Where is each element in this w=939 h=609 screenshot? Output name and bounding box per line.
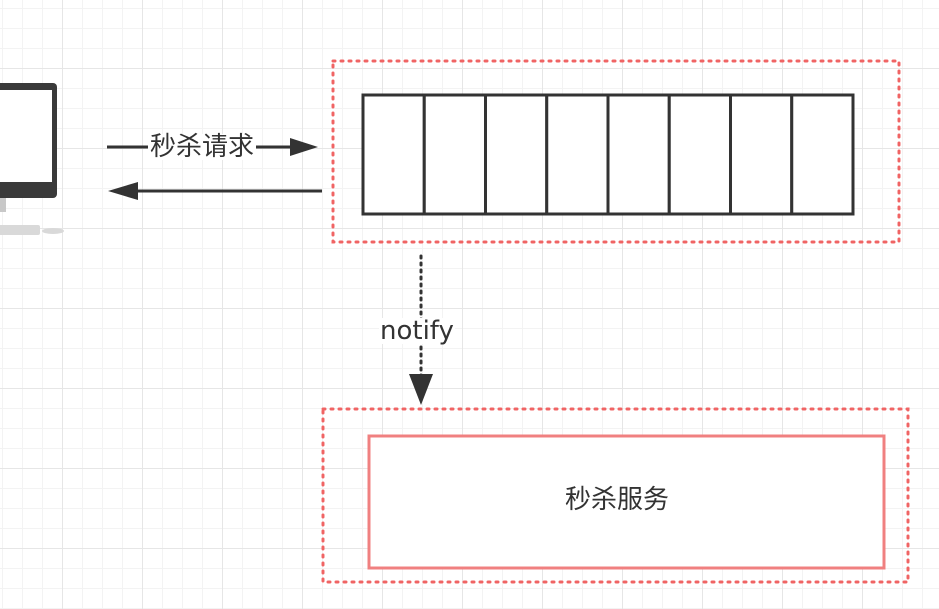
service-label: 秒杀服务 [565,485,670,515]
mouse-icon [42,228,64,234]
queue-slot [545,93,610,216]
monitor-screen [0,90,52,182]
response-arrowhead [108,182,138,200]
queue-slot [606,93,671,216]
queue-slot [667,93,732,216]
notify-label: notify [379,316,455,346]
queue-slot [729,93,794,216]
request-arrowhead [290,138,318,156]
service-container [321,407,910,584]
queue-slot [484,93,549,216]
service-box [367,434,886,570]
queue-slot [790,93,855,216]
monitor-stand [0,198,6,212]
computer-icon [0,83,64,235]
request-label: 秒杀请求 [148,132,257,162]
message-queue [361,93,855,216]
queue-container [331,59,901,244]
keyboard-icon [0,225,40,235]
queue-slot [361,93,426,216]
notify-arrowhead [409,374,433,405]
queue-slot [422,93,487,216]
